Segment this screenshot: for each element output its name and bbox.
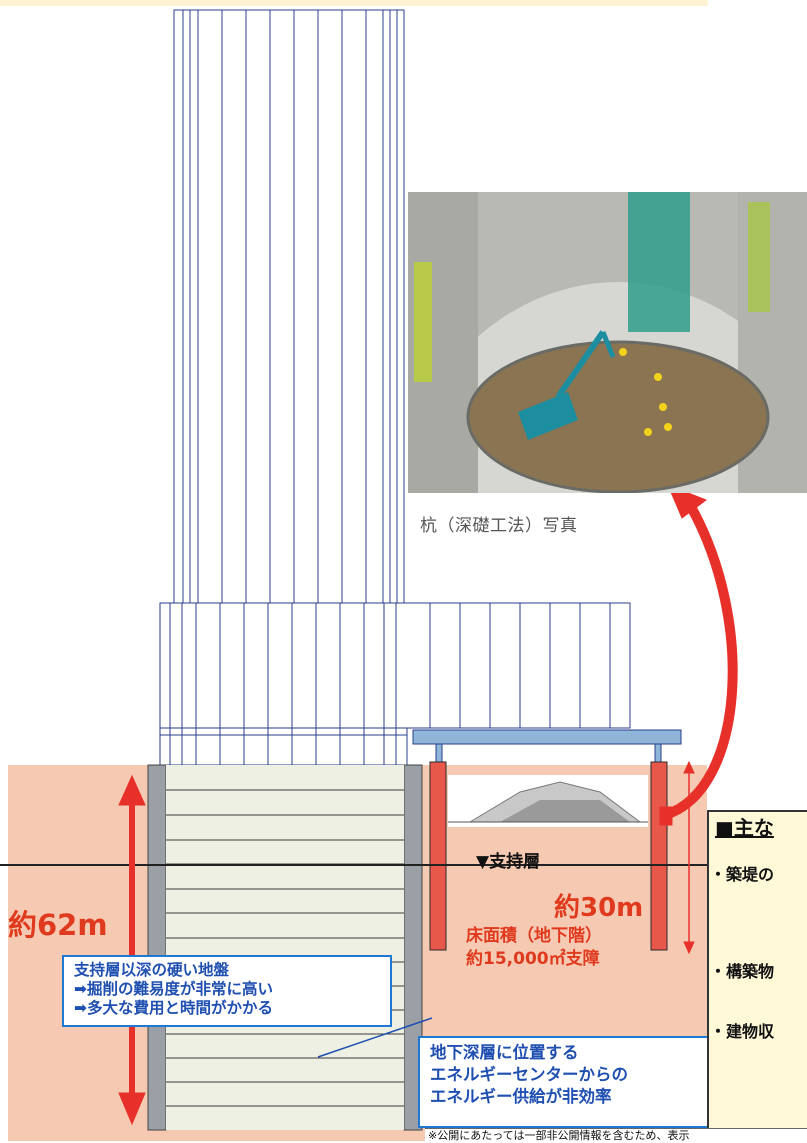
depth-arrow-62 <box>118 774 146 1126</box>
support-layer-label: ▼支持層 <box>476 852 541 872</box>
side-panel-title: ■主な <box>715 816 774 840</box>
depth-62-label: 約62m <box>8 908 108 942</box>
callout-line: 支持層以深の硬い地盤 <box>74 961 230 979</box>
shaft-photo <box>408 192 807 493</box>
curved-arrow <box>659 484 738 826</box>
pile-right <box>650 761 668 951</box>
callout-line: エネルギー供給が非効率 <box>430 1087 612 1106</box>
podium-outline <box>159 602 631 766</box>
callout-line: ➡掘削の難易度が非常に高い <box>74 980 273 998</box>
tower-outline <box>173 9 405 606</box>
callout-line: ➡多大な費用と時間がかかる <box>74 999 273 1017</box>
pile-left <box>429 761 447 951</box>
callout-line: エネルギーセンターからの <box>430 1065 628 1084</box>
side-panel-item: ・築堤の <box>710 865 775 884</box>
hard-ground-callout: 支持層以深の硬い地盤 ➡掘削の難易度が非常に高い ➡多大な費用と時間がかかる <box>62 955 392 1027</box>
side-panel-item: ・構築物 <box>710 962 775 981</box>
floor-area-label-line1: 床面積（地下階） <box>466 926 602 946</box>
depth-arrow-30 <box>683 760 695 955</box>
callout-line: 地下深層に位置する <box>430 1043 579 1062</box>
side-panel-item: ・建物収 <box>710 1022 775 1041</box>
footnote-bar <box>425 1128 807 1142</box>
deck-structure <box>412 729 682 951</box>
depth-30-label: 約30m <box>554 893 644 923</box>
energy-connector-line <box>317 1017 433 1058</box>
side-panel <box>707 810 807 1128</box>
photo-caption: 杭（深礎工法）写真 <box>420 516 578 536</box>
floor-area-label-line2: 約15,000㎡支障 <box>466 949 600 969</box>
footnote: ※公開にあたっては一部非公開情報を含むため、表示 <box>428 1129 690 1142</box>
basement-box <box>147 764 423 1131</box>
energy-callout: 地下深層に位置する エネルギーセンターからの エネルギー供給が非効率 <box>418 1036 718 1128</box>
top-band <box>0 0 708 6</box>
